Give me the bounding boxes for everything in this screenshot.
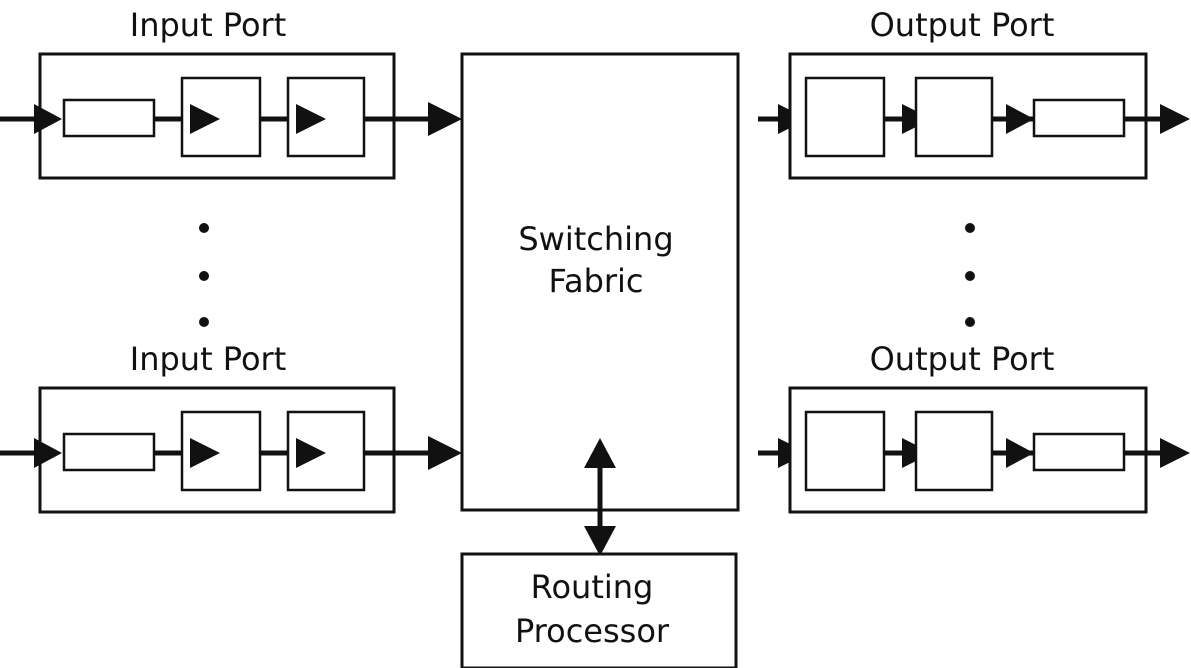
input-port-top-in-arrow (34, 104, 62, 134)
fabric-processor-link (584, 438, 616, 556)
input-port-bottom-lookup (286, 410, 366, 492)
routing-processor-box (460, 552, 738, 668)
input-port-top-arrow-2 (296, 104, 326, 134)
output-port-bottom-queue (804, 410, 886, 492)
output-port-top-data-link (914, 76, 994, 158)
switching-fabric-label-line2: Fabric (548, 262, 643, 300)
input-port-bottom-arrow-2 (296, 438, 326, 468)
input-port-bottom-arrow-1 (190, 438, 220, 468)
output-port-top-queue (804, 76, 886, 158)
input-port-top-lookup (286, 76, 366, 158)
input-port-top-label: Input Port (130, 6, 286, 44)
routing-processor-label-line1: Routing (531, 568, 654, 606)
output-port-bottom-data-link (914, 410, 994, 492)
output-port-top-label: Output Port (870, 6, 1055, 44)
output-port-top-out-arrow (1160, 104, 1190, 134)
input-port-top (0, 52, 462, 180)
input-port-bottom-in-arrow (34, 438, 62, 468)
output-port-bottom-line-termination (1032, 432, 1126, 472)
output-port-bottom-label: Output Port (870, 340, 1055, 378)
ellipsis-dot (199, 223, 209, 233)
switching-fabric-box (460, 52, 740, 512)
input-port-top-out-arrow (428, 102, 462, 136)
input-port-bottom-out-arrow (428, 436, 462, 470)
output-port-top (758, 52, 1190, 180)
input-ports-ellipsis (199, 223, 209, 327)
ellipsis-dot (965, 223, 975, 233)
output-port-bottom-out-arrow (1160, 438, 1190, 468)
output-port-top-arrow-2 (1006, 104, 1034, 134)
fabric-processor-arrow-up (584, 438, 616, 468)
input-port-bottom (0, 386, 462, 514)
input-port-bottom-data-link (180, 410, 262, 492)
output-port-bottom-arrow-2 (1006, 438, 1034, 468)
ellipsis-dot (965, 271, 975, 281)
ellipsis-dot (199, 317, 209, 327)
switching-fabric: Switching Fabric (460, 52, 740, 512)
switching-fabric-label-line1: Switching (518, 220, 673, 258)
input-port-top-line-termination (62, 98, 156, 138)
routing-processor: Routing Processor (460, 552, 738, 668)
input-port-top-arrow-1 (190, 104, 220, 134)
routing-processor-label-line2: Processor (515, 612, 670, 650)
fabric-processor-arrow-down (584, 526, 616, 556)
output-ports-ellipsis (965, 223, 975, 327)
output-port-top-line-termination (1032, 98, 1126, 138)
ellipsis-dot (199, 271, 209, 281)
input-port-bottom-label: Input Port (130, 340, 286, 378)
output-port-bottom (758, 386, 1190, 514)
ellipsis-dot (965, 317, 975, 327)
input-port-bottom-line-termination (62, 432, 156, 472)
